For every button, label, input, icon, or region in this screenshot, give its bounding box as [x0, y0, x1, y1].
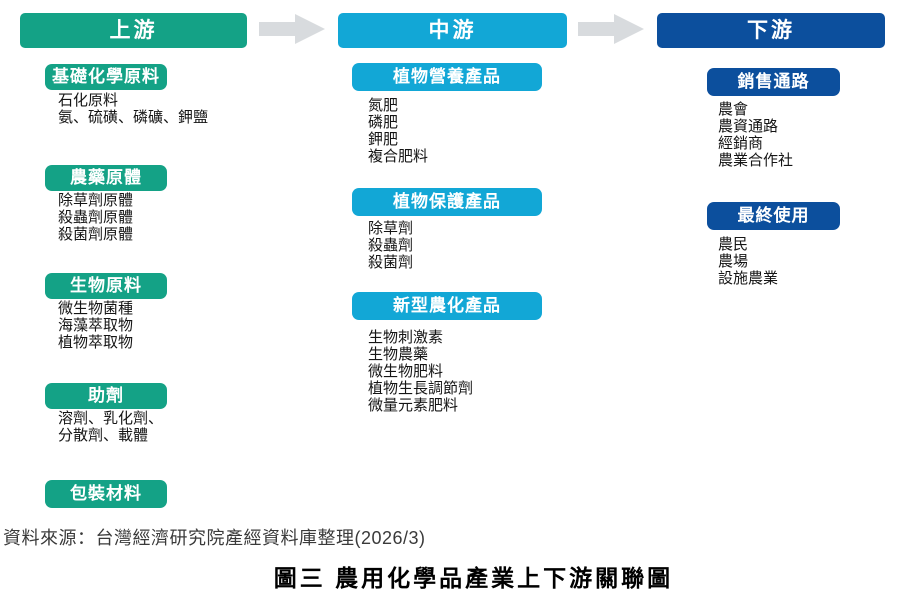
group-items: 農會 農資通路 經銷商 農業合作社: [718, 101, 793, 169]
group-label-pesticide-technical-materials: 農藥原體: [45, 165, 167, 191]
figure-caption: 圖三 農用化學品產業上下游關聯圖: [273, 565, 674, 591]
list-item: 生物農藥: [368, 346, 429, 363]
list-item: 石化原料: [58, 92, 119, 109]
list-item: 農會: [718, 101, 749, 118]
list-item: 農業合作社: [718, 152, 794, 169]
list-item: 殺蟲劑: [368, 237, 414, 254]
list-item: 磷肥: [368, 114, 399, 131]
list-item: 氨、硫磺、磷礦、鉀鹽: [58, 109, 209, 126]
list-item: 微量元素肥料: [368, 397, 459, 414]
group-label-plant-protection-products: 植物保護產品: [352, 188, 542, 216]
arrow-right-icon: [259, 14, 325, 44]
list-item: 設施農業: [718, 270, 779, 287]
group-label-end-users: 最終使用: [707, 202, 840, 230]
source-note: 資料來源：台灣經濟研究院產經資料庫整理(2026/3): [3, 528, 426, 548]
group-label-sales-channels: 銷售通路: [707, 68, 840, 96]
group-items: 石化原料 氨、硫磺、磷礦、鉀鹽: [58, 92, 208, 126]
group-label-biological-materials: 生物原料: [45, 273, 167, 299]
list-item: 經銷商: [718, 135, 764, 152]
list-item: 除草劑: [368, 220, 414, 237]
list-item: 分散劑、載體: [58, 427, 149, 444]
list-item: 殺蟲劑原體: [58, 209, 134, 226]
list-item: 除草劑原體: [58, 192, 134, 209]
arrow-right-icon: [578, 14, 644, 44]
list-item: 生物刺激素: [368, 329, 444, 346]
list-item: 鉀肥: [368, 131, 399, 148]
list-item: 海藻萃取物: [58, 317, 134, 334]
list-item: 微生物肥料: [368, 363, 444, 380]
group-items: 溶劑、乳化劑、 分散劑、載體: [58, 410, 163, 444]
list-item: 溶劑、乳化劑、: [58, 410, 164, 427]
list-item: 植物生長調節劑: [368, 380, 474, 397]
group-items: 微生物菌種 海藻萃取物 植物萃取物: [58, 300, 133, 351]
group-items: 生物刺激素 生物農藥 微生物肥料 植物生長調節劑 微量元素肥料: [368, 329, 473, 414]
list-item: 複合肥料: [368, 148, 429, 165]
group-items: 除草劑 殺蟲劑 殺菌劑: [368, 220, 413, 271]
group-label-plant-nutrition-products: 植物營養產品: [352, 63, 542, 91]
list-item: 農場: [718, 253, 749, 270]
list-item: 農民: [718, 236, 749, 253]
list-item: 殺菌劑原體: [58, 226, 134, 243]
group-items: 除草劑原體 殺蟲劑原體 殺菌劑原體: [58, 192, 133, 243]
group-items: 氮肥 磷肥 鉀肥 複合肥料: [368, 97, 428, 165]
group-label-packaging-materials: 包裝材料: [45, 480, 167, 508]
header-downstream: 下游: [657, 13, 885, 48]
list-item: 微生物菌種: [58, 300, 134, 317]
list-item: 氮肥: [368, 97, 399, 114]
header-midstream: 中游: [338, 13, 567, 48]
group-label-new-agrochemical-products: 新型農化產品: [352, 292, 542, 320]
list-item: 殺菌劑: [368, 254, 414, 271]
group-label-basic-chemical-materials: 基礎化學原料: [45, 64, 167, 90]
group-items: 農民 農場 設施農業: [718, 236, 778, 287]
list-item: 植物萃取物: [58, 334, 134, 351]
group-label-adjuvants: 助劑: [45, 383, 167, 409]
header-upstream: 上游: [20, 13, 247, 48]
list-item: 農資通路: [718, 118, 779, 135]
